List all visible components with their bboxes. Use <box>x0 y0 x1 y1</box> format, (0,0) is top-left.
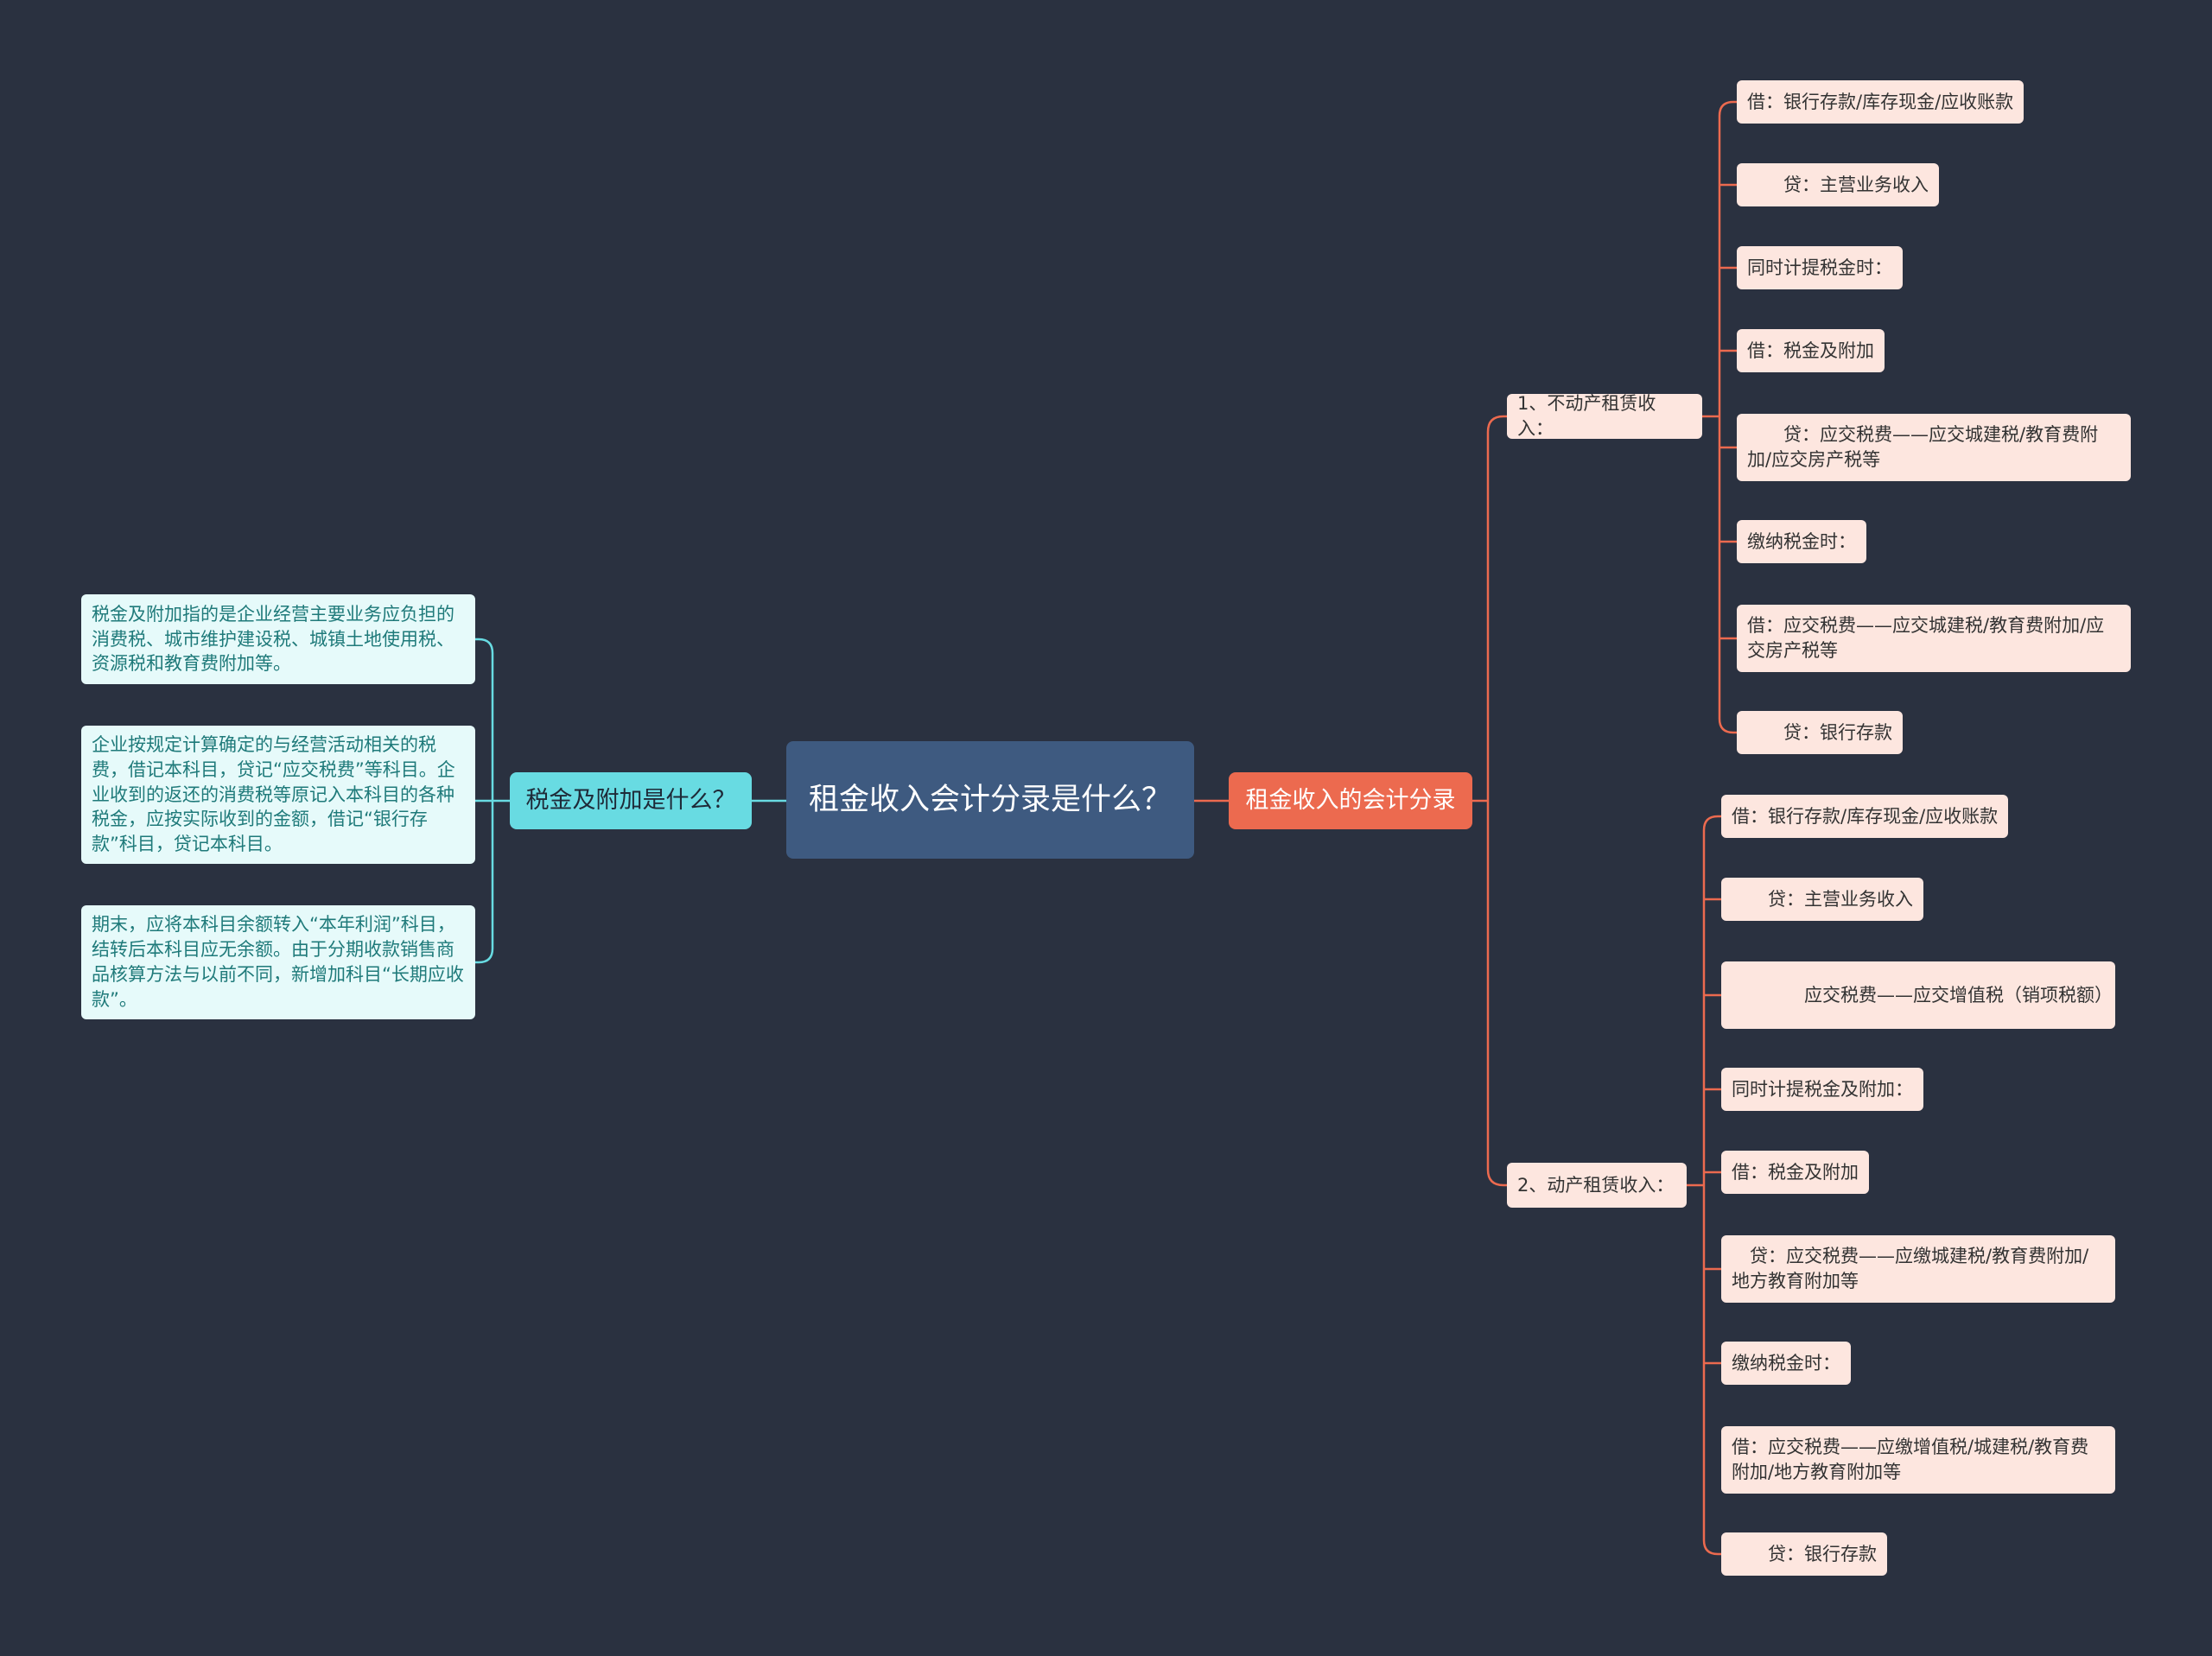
list-item[interactable]: 贷：应交税费——应交城建税/教育费附加/应交房产税等 <box>1737 414 2131 481</box>
list-item-text: 贷：应交税费——应交城建税/教育费附加/应交房产税等 <box>1747 424 2099 470</box>
connector-branch1-leaves <box>1702 100 1737 734</box>
list-item[interactable]: 缴纳税金时： <box>1721 1342 1851 1385</box>
list-item[interactable]: 贷：主营业务收入 <box>1721 878 1923 921</box>
subtopic-tax-surcharge-label: 税金及附加是什么？ <box>525 787 736 815</box>
list-item[interactable]: 贷：银行存款 <box>1721 1532 1887 1576</box>
list-item-text: 企业按规定计算确定的与经营活动相关的税费，借记本科目，贷记“应交税费”等科目。企… <box>92 733 455 855</box>
connector-left-leaves <box>475 638 510 964</box>
list-item[interactable]: 期末，应将本科目余额转入“本年利润”科目，结转后本科目应无余额。由于分期收款销售… <box>81 905 475 1019</box>
branch-movable-lease[interactable]: 2、动产租赁收入： <box>1507 1163 1687 1208</box>
list-item-text: 借：应交税费——应交城建税/教育费附加/应交房产税等 <box>1747 615 2105 661</box>
list-item-text: 借：应交税费——应缴增值税/城建税/教育费附加/地方教育附加等 <box>1732 1437 2089 1482</box>
branch-real-estate-lease-label: 1、不动产租赁收入： <box>1517 393 1656 439</box>
list-item-text: 借：银行存款/库存现金/应收账款 <box>1747 91 2014 112</box>
list-item[interactable]: 税金及附加指的是企业经营主要业务应负担的消费税、城市维护建设税、城镇土地使用税、… <box>81 594 475 684</box>
list-item-text: 贷：银行存款 <box>1732 1543 1877 1564</box>
list-item-text: 借：税金及附加 <box>1732 1161 1859 1183</box>
list-item-text: 期末，应将本科目余额转入“本年利润”科目，结转后本科目应无余额。由于分期收款销售… <box>92 914 464 1010</box>
list-item[interactable]: 借：税金及附加 <box>1721 1151 1869 1194</box>
list-item[interactable]: 贷：主营业务收入 <box>1737 163 1939 206</box>
list-item[interactable]: 应交税费——应交增值税（销项税额） <box>1721 961 2115 1029</box>
list-item-text: 贷：应交税费——应缴城建税/教育费附加/地方教育附加等 <box>1732 1246 2089 1291</box>
list-item[interactable]: 贷：应交税费——应缴城建税/教育费附加/地方教育附加等 <box>1721 1235 2115 1303</box>
list-item-text: 贷：主营业务收入 <box>1732 888 1913 910</box>
list-item-text: 贷：主营业务收入 <box>1747 174 1929 195</box>
list-item-text: 同时计提税金及附加： <box>1732 1078 1913 1100</box>
list-item-text: 应交税费——应交增值税（销项税额） <box>1732 984 2113 1006</box>
branch-movable-lease-label: 2、动产租赁收入： <box>1517 1174 1675 1196</box>
subtopic-accounting-entries[interactable]: 租金收入的会计分录 <box>1229 772 1472 829</box>
list-item[interactable]: 同时计提税金及附加： <box>1721 1068 1923 1111</box>
list-item[interactable]: 借：税金及附加 <box>1737 329 1885 372</box>
list-item[interactable]: 同时计提税金时： <box>1737 246 1903 289</box>
list-item-text: 缴纳税金时： <box>1732 1352 1840 1374</box>
list-item-text: 同时计提税金时： <box>1747 257 1892 278</box>
list-item-text: 税金及附加指的是企业经营主要业务应负担的消费税、城市维护建设税、城镇土地使用税、… <box>92 603 454 675</box>
list-item[interactable]: 缴纳税金时： <box>1737 520 1866 563</box>
connector-right-branches <box>1472 415 1507 1187</box>
subtopic-tax-surcharge[interactable]: 税金及附加是什么？ <box>510 772 752 829</box>
list-item[interactable]: 借：应交税费——应缴增值税/城建税/教育费附加/地方教育附加等 <box>1721 1426 2115 1494</box>
list-item[interactable]: 借：应交税费——应交城建税/教育费附加/应交房产税等 <box>1737 605 2131 672</box>
list-item[interactable]: 借：银行存款/库存现金/应收账款 <box>1737 80 2024 124</box>
list-item[interactable]: 借：银行存款/库存现金/应收账款 <box>1721 795 2009 838</box>
connector-branch2-leaves <box>1687 815 1721 1556</box>
subtopic-accounting-entries-label: 租金收入的会计分录 <box>1245 787 1456 815</box>
list-item[interactable]: 贷：银行存款 <box>1737 711 1903 754</box>
list-item[interactable]: 企业按规定计算确定的与经营活动相关的税费，借记本科目，贷记“应交税费”等科目。企… <box>81 726 475 864</box>
list-item-text: 缴纳税金时： <box>1747 530 1856 552</box>
list-item-text: 贷：银行存款 <box>1747 721 1892 743</box>
root-topic[interactable]: 租金收入会计分录是什么？ <box>786 741 1194 859</box>
list-item-text: 借：税金及附加 <box>1747 339 1874 361</box>
branch-real-estate-lease[interactable]: 1、不动产租赁收入： <box>1507 393 1702 439</box>
root-topic-label: 租金收入会计分录是什么？ <box>808 782 1172 817</box>
list-item-text: 借：银行存款/库存现金/应收账款 <box>1732 805 1999 827</box>
